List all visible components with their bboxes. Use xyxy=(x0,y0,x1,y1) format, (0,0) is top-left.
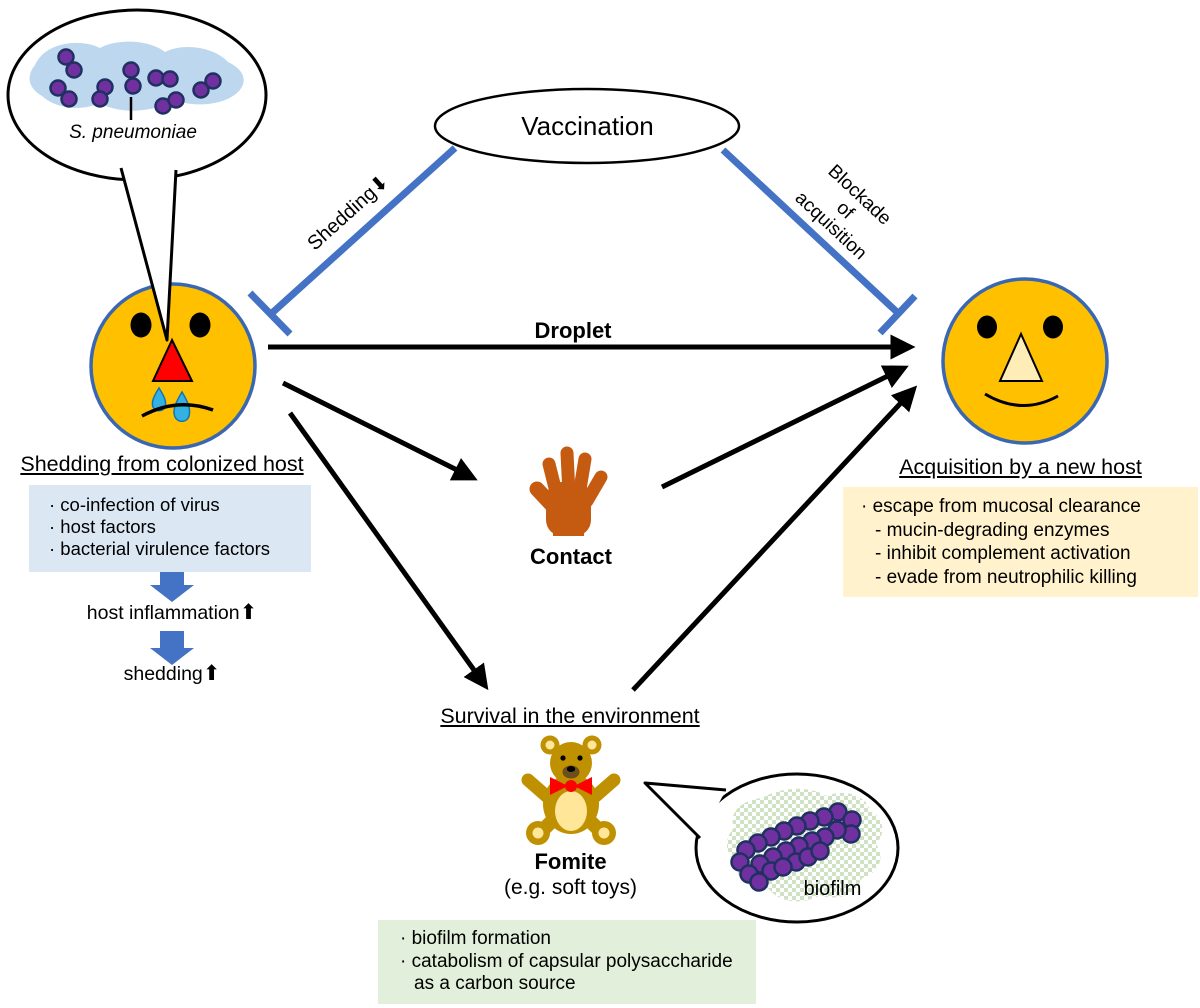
contact-route-label: Contact xyxy=(530,544,612,569)
shedding-text: shedding xyxy=(123,663,203,685)
biofilm-cocci xyxy=(730,802,862,892)
vaccination-label: Vaccination xyxy=(521,111,654,141)
acquisition-section-title: Acquisition by a new host xyxy=(899,455,1142,479)
smile-mouth xyxy=(984,392,1059,407)
environment-to-host-arrow xyxy=(631,385,918,692)
s-pneumoniae-label: S. pneumoniae xyxy=(69,122,197,143)
droplet-route-label: Droplet xyxy=(534,318,612,343)
vaccination-ellipse xyxy=(433,87,741,165)
environment-mechanism: · catabolism of capsular polysaccharide xyxy=(400,950,733,972)
left-eye xyxy=(977,315,997,339)
pneumococci xyxy=(49,48,222,115)
acquisition-mechanism: - inhibit complement activation xyxy=(875,543,1131,564)
teddy-bear-icon xyxy=(521,735,621,845)
acquisition-mechanism: - evade from neutrophilic killing xyxy=(875,566,1137,588)
host-to-environment-arrow xyxy=(287,411,489,691)
acquisition-mechanism: · escape from mucosal clearance xyxy=(861,496,1141,517)
host-inflammation-label: host inflammation⬆ xyxy=(22,600,322,625)
environment-section-title: Survival in the environment xyxy=(440,704,700,728)
hand-icon xyxy=(529,446,608,536)
bubble-tail xyxy=(643,781,727,840)
shedding-increase-label: shedding⬆ xyxy=(22,661,322,686)
right-eye xyxy=(1043,315,1063,339)
inflammation-text: host inflammation xyxy=(86,602,240,624)
right-eye xyxy=(189,312,211,338)
frown-mouth xyxy=(141,403,214,418)
environment-mechanisms-box: · biofilm formation · catabolism of caps… xyxy=(378,920,756,1004)
biofilm-label: biofilm xyxy=(803,878,862,900)
host-to-contact-arrow xyxy=(281,380,478,481)
bubble-tail xyxy=(119,167,178,342)
up-arrow-icon: ⬆ xyxy=(239,600,258,624)
block-down-arrow xyxy=(150,631,194,665)
up-arrow-icon: ⬆ xyxy=(202,661,221,685)
block-down-arrow xyxy=(150,568,194,602)
environment-mechanism: · biofilm formation xyxy=(400,928,551,949)
left-eye xyxy=(130,312,152,338)
cascade-arrows xyxy=(150,568,194,665)
environment-mechanism: as a carbon source xyxy=(414,973,576,994)
pale-nose xyxy=(998,331,1044,382)
acquisition-mechanism: - mucin-degrading enzymes xyxy=(875,519,1110,541)
bear-bow xyxy=(550,777,592,795)
contact-to-host-arrow xyxy=(660,365,909,490)
shedding-factors-box: · co-infection of virus · host factors ·… xyxy=(29,485,311,572)
red-nose xyxy=(151,337,194,382)
shedding-factor: · host factors xyxy=(49,516,156,537)
fomite-label: Fomite xyxy=(534,849,607,874)
vaccine-inhibitor-left xyxy=(247,145,458,337)
fomite-note: (e.g. soft toys) xyxy=(503,876,638,899)
acquisition-mechanisms-box: · escape from mucosal clearance - mucin-… xyxy=(843,487,1198,597)
shedding-factor: · bacterial virulence factors xyxy=(49,538,271,559)
vaccine-inhibitor-right xyxy=(720,147,918,336)
colonized-host-face-icon xyxy=(89,282,257,450)
new-host-face-icon xyxy=(941,277,1109,445)
pneumoniae-bubble-icon xyxy=(6,8,268,342)
tear-drop xyxy=(151,386,167,412)
transmission-arrows xyxy=(268,334,918,692)
biofilm-bubble-icon xyxy=(643,772,900,924)
shedding-section-title: Shedding from colonized host xyxy=(20,452,304,476)
shedding-factor: · co-infection of virus xyxy=(49,494,220,515)
bear-belly xyxy=(555,791,587,831)
bear-head xyxy=(550,742,592,784)
